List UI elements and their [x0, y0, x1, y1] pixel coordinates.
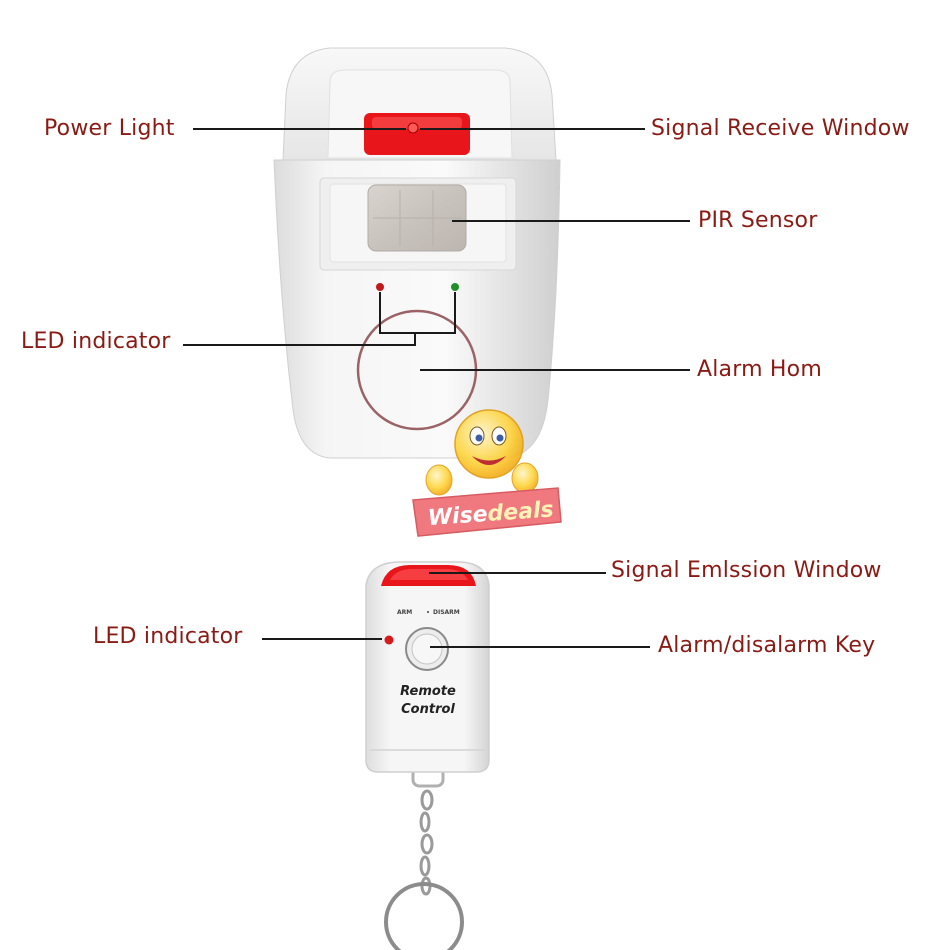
watermark-text-b: deals — [487, 497, 555, 527]
smiley-icon — [454, 409, 524, 479]
signal-receive-window — [364, 113, 470, 155]
label-signal-receive-window: Signal Receive Window — [651, 116, 910, 141]
thumb-left-icon — [425, 464, 453, 496]
remote-led — [384, 635, 394, 645]
remote-disarm-text: DISARM — [433, 609, 460, 616]
svg-text:Wisedeals: Wisedeals — [427, 497, 554, 531]
leader-lines — [183, 128, 690, 648]
pir-sensor-unit — [273, 47, 561, 459]
label-pir-sensor: PIR Sensor — [698, 208, 818, 233]
wisedeals-watermark: Wisedeals — [412, 409, 562, 537]
remote-control: ARM DISARM Remote Control — [365, 561, 490, 950]
led-green — [451, 283, 459, 291]
label-led-indicator-remote: LED indicator — [93, 624, 243, 649]
label-alarm-horn: Alarm Hom — [697, 357, 822, 382]
label-alarm-key: Alarm/disalarm Key — [658, 633, 876, 658]
remote-arm-text: ARM — [397, 609, 412, 616]
thumb-right-icon — [511, 462, 539, 494]
power-light — [407, 122, 419, 134]
key-ring — [384, 882, 464, 950]
key-chain — [384, 766, 464, 950]
led-red — [376, 283, 384, 291]
leader-led-indicator-branch — [415, 292, 456, 334]
label-led-indicator-sensor: LED indicator — [21, 329, 171, 354]
watermark-text-a: Wise — [427, 502, 489, 531]
label-power-light: Power Light — [44, 116, 175, 141]
remote-text-line1: Remote — [400, 684, 456, 699]
label-signal-emission-window: Signal Emlssion Window — [611, 558, 882, 583]
remote-text-line2: Control — [401, 702, 455, 717]
